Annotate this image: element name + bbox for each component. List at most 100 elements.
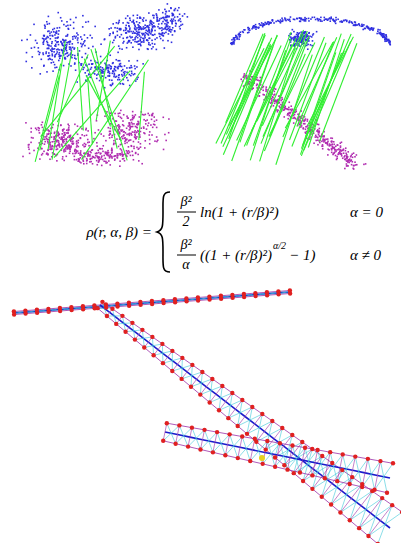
point	[133, 146, 135, 148]
point	[117, 67, 119, 69]
point	[86, 134, 88, 136]
point	[138, 34, 140, 36]
point	[66, 129, 68, 131]
point	[129, 67, 131, 69]
point	[179, 26, 181, 28]
point	[76, 146, 78, 148]
point	[133, 19, 135, 21]
point	[285, 20, 287, 22]
point	[59, 146, 61, 148]
point	[149, 44, 151, 46]
point	[124, 160, 126, 162]
point	[109, 133, 111, 135]
point	[100, 43, 102, 45]
point	[141, 33, 143, 35]
point	[68, 129, 70, 131]
point	[89, 161, 91, 163]
point	[239, 36, 241, 38]
point	[172, 27, 174, 29]
point	[342, 150, 344, 152]
point	[100, 66, 102, 68]
point	[142, 19, 144, 21]
point	[43, 35, 45, 37]
point	[353, 165, 355, 167]
point	[290, 16, 292, 18]
point	[274, 103, 276, 105]
point	[77, 125, 79, 127]
point	[51, 59, 53, 61]
point	[149, 24, 151, 26]
point	[98, 129, 100, 131]
point	[271, 101, 273, 103]
point	[325, 138, 327, 140]
point	[91, 63, 93, 65]
point	[81, 134, 83, 136]
point	[136, 136, 138, 138]
point	[45, 53, 47, 55]
point	[30, 128, 32, 130]
point	[172, 34, 174, 36]
point	[77, 160, 79, 162]
point	[132, 119, 134, 121]
point	[74, 159, 76, 161]
point	[327, 141, 329, 143]
point	[175, 22, 177, 24]
point	[290, 112, 292, 114]
point	[362, 29, 364, 31]
point	[271, 100, 273, 102]
point	[142, 63, 144, 65]
point	[96, 145, 98, 147]
point	[110, 154, 112, 156]
point	[64, 148, 66, 150]
point	[158, 20, 160, 22]
point	[164, 23, 166, 25]
point	[143, 26, 145, 28]
point	[123, 134, 125, 136]
point	[41, 124, 43, 126]
point	[51, 31, 53, 33]
point	[91, 37, 93, 39]
point	[127, 125, 129, 127]
point	[59, 27, 61, 29]
point	[72, 143, 74, 145]
point	[151, 43, 153, 45]
point	[137, 130, 139, 132]
point	[154, 43, 156, 45]
point	[28, 144, 30, 146]
point	[47, 44, 49, 46]
point	[64, 57, 66, 59]
point	[161, 30, 163, 32]
point	[94, 157, 96, 159]
point	[57, 148, 59, 150]
point	[45, 51, 47, 53]
point	[255, 24, 257, 26]
point	[323, 136, 325, 138]
point	[103, 135, 105, 137]
point	[134, 26, 136, 28]
point	[87, 152, 89, 154]
point	[178, 19, 180, 21]
point	[111, 157, 113, 159]
point	[98, 161, 100, 163]
point	[338, 154, 340, 156]
point	[112, 62, 114, 64]
point	[114, 69, 116, 71]
point	[96, 160, 98, 162]
point	[148, 30, 150, 32]
point	[132, 115, 134, 117]
point	[108, 152, 110, 154]
point	[72, 137, 74, 139]
point	[300, 21, 302, 23]
point	[167, 22, 169, 24]
point	[132, 111, 134, 113]
point	[307, 120, 309, 122]
point	[134, 134, 136, 136]
point	[80, 150, 82, 152]
point	[344, 168, 346, 170]
point	[146, 119, 148, 121]
point	[138, 141, 140, 143]
point	[50, 45, 52, 47]
point	[302, 19, 304, 21]
point	[70, 24, 72, 26]
point	[114, 113, 116, 115]
